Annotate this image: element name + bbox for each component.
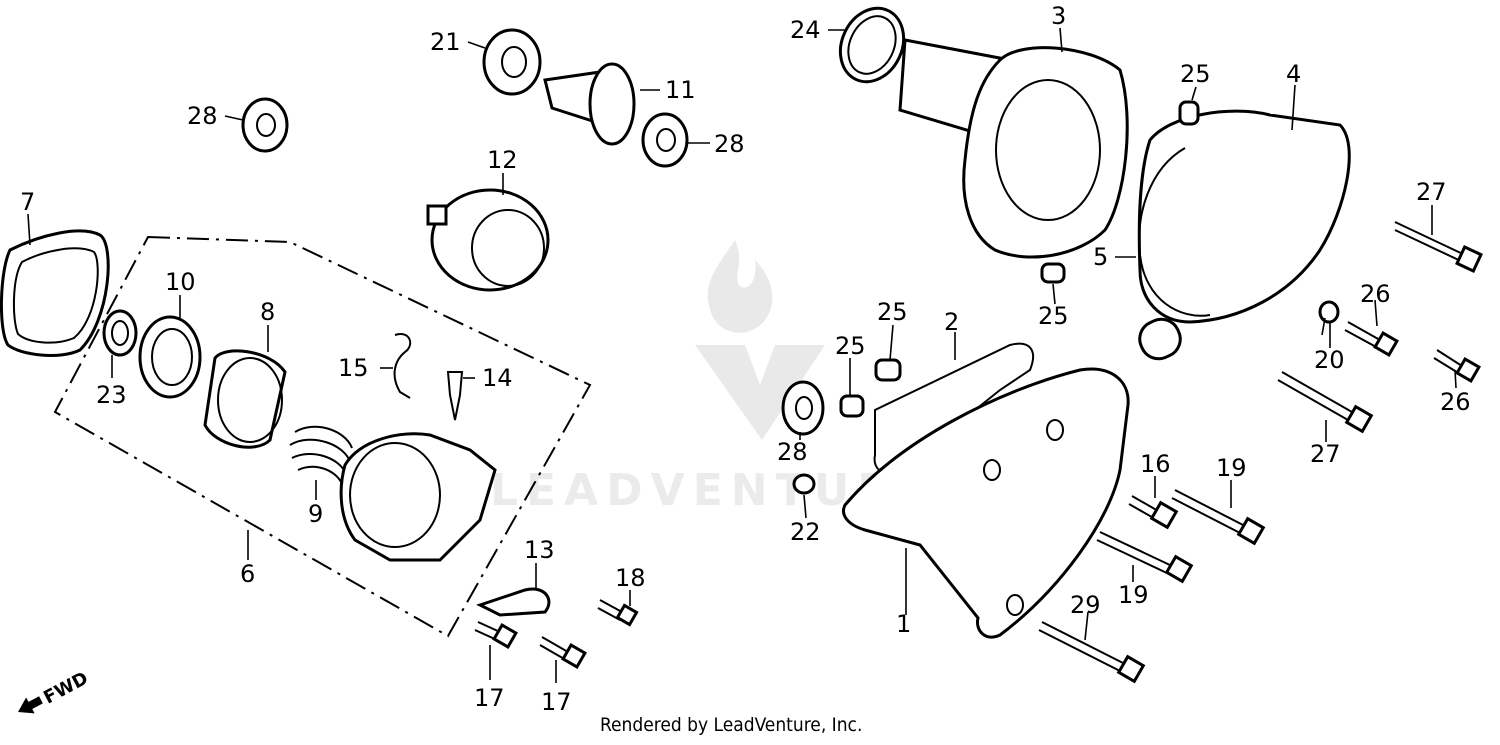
callout-14: 14 <box>482 364 513 392</box>
callout-26a: 26 <box>1360 280 1391 308</box>
callout-4: 4 <box>1286 60 1301 88</box>
part-22-washer <box>792 473 816 495</box>
watermark: LEADVENTURE <box>490 240 929 516</box>
part-24-o-ring <box>838 6 906 84</box>
part-13-stay <box>476 587 551 617</box>
callout-28b: 28 <box>714 130 745 158</box>
part-7-gasket <box>0 229 110 357</box>
part-2-gasket <box>873 342 1035 475</box>
part-6-housing <box>339 432 497 562</box>
part-1-cover <box>842 367 1130 639</box>
callout-21: 21 <box>430 28 461 56</box>
callout-10: 10 <box>165 268 196 296</box>
callout-1: 1 <box>896 610 911 638</box>
part-29-bolt <box>1038 621 1126 673</box>
callout-2: 2 <box>944 308 959 336</box>
leader-lines <box>27 27 1457 683</box>
part-3-pump-body <box>898 38 1129 259</box>
part-19-bolt-b <box>1096 531 1173 575</box>
part-14-plug <box>446 371 464 421</box>
callout-27a: 27 <box>1416 178 1447 206</box>
part-19-bolt-a <box>1171 489 1246 535</box>
callout-numbers: 1 2 3 4 5 6 7 8 9 10 11 12 13 14 15 16 1… <box>20 2 1471 716</box>
callout-5: 5 <box>1093 243 1108 271</box>
fwd-label: FWD <box>40 668 91 709</box>
callout-19a: 19 <box>1216 454 1247 482</box>
assembly-outline <box>53 235 592 638</box>
part-26-bolt-a <box>1344 321 1381 349</box>
callout-26b: 26 <box>1440 388 1471 416</box>
callout-28a: 28 <box>187 102 218 130</box>
part-25-dowel-d <box>839 394 865 418</box>
callout-19b: 19 <box>1118 581 1149 609</box>
callout-29: 29 <box>1070 591 1101 619</box>
part-25-dowel-c <box>874 358 902 382</box>
part-21-bearing <box>482 28 542 96</box>
callout-16: 16 <box>1140 450 1171 478</box>
callout-13: 13 <box>524 536 555 564</box>
callout-18: 18 <box>615 564 646 592</box>
part-27-bolt-a <box>1394 221 1466 264</box>
part-20-washer <box>1318 300 1340 324</box>
part-17-bolt-b <box>539 636 569 661</box>
callout-25d: 25 <box>835 332 866 360</box>
part-25-dowel-a <box>1178 100 1200 126</box>
bolts <box>474 221 1483 684</box>
part-5-o-ring <box>1138 147 1211 317</box>
part-28-bearing-a <box>241 97 289 153</box>
callout-7: 7 <box>20 188 35 216</box>
part-10-seal <box>138 315 202 399</box>
callout-25b: 25 <box>1038 302 1069 330</box>
callout-20: 20 <box>1314 346 1345 374</box>
callout-25a: 25 <box>1180 60 1211 88</box>
callout-6: 6 <box>240 560 255 588</box>
callout-27b: 27 <box>1310 440 1341 468</box>
part-28-bearing-b <box>641 112 689 168</box>
fwd-arrow-icon <box>18 696 43 714</box>
callout-24: 24 <box>790 16 821 44</box>
callout-15: 15 <box>338 354 369 382</box>
callout-9: 9 <box>308 500 323 528</box>
callout-17b: 17 <box>541 688 572 716</box>
part-12-gear-assembly <box>426 188 550 292</box>
callout-12: 12 <box>487 146 518 174</box>
part-11-shaft <box>543 62 636 146</box>
callout-11: 11 <box>665 76 696 104</box>
fwd-indicator: FWD <box>18 668 92 714</box>
part-15-clip <box>393 333 412 399</box>
part-9-spring <box>289 425 353 485</box>
part-25-dowel-b <box>1040 262 1066 284</box>
watermark-flame-icon <box>707 240 773 333</box>
callout-23: 23 <box>96 381 127 409</box>
callout-22: 22 <box>790 518 821 546</box>
footer-credit: Rendered by LeadVenture, Inc. <box>600 714 862 736</box>
callout-28c: 28 <box>777 438 808 466</box>
watermark-v-icon <box>695 345 825 440</box>
part-4-cover <box>1137 109 1351 361</box>
callout-8: 8 <box>260 298 275 326</box>
callout-25c: 25 <box>877 298 908 326</box>
callout-17a: 17 <box>474 684 505 712</box>
part-27-bolt-b <box>1277 371 1353 421</box>
part-28-bearing-c <box>781 380 825 436</box>
part-8-cup <box>203 349 287 449</box>
part-23-seal <box>102 309 138 357</box>
callout-3: 3 <box>1051 2 1066 30</box>
